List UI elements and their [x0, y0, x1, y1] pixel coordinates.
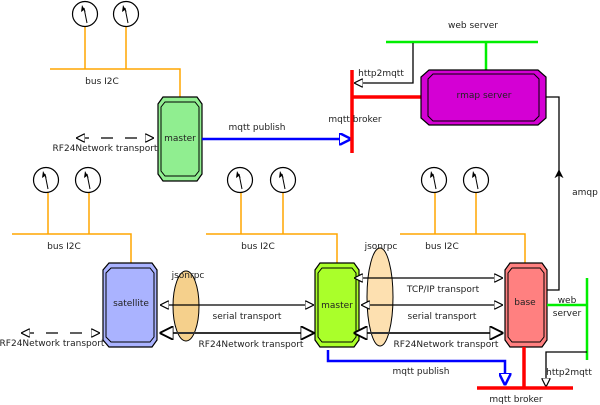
mqtt-broker-bottom	[477, 347, 573, 390]
mqtt-publish-bottom-link	[326, 350, 505, 384]
rmap-server-node[interactable]: rmap server	[420, 69, 547, 126]
bus-i2c-left	[12, 193, 132, 263]
base-node[interactable]: base	[504, 262, 548, 348]
http2mqtt-bottom-link	[546, 351, 587, 386]
mqtt-broker-top	[350, 70, 421, 153]
satellite-node[interactable]: satellite	[102, 262, 158, 348]
jsonrpc-right-ellipse	[366, 247, 394, 347]
mqtt-publish-top-label: mqtt publish	[229, 123, 286, 133]
master-top-node[interactable]: master	[157, 96, 203, 182]
rf24-sat-master-label: RF24Network transport	[199, 340, 304, 350]
http2mqtt-bottom-label: http2mqtt	[546, 368, 592, 378]
sensor-gauge-icon	[71, 0, 99, 28]
base-label: base	[514, 298, 536, 308]
bus-i2c-label: bus I2C	[47, 242, 81, 252]
bus-i2c-label: bus I2C	[425, 242, 459, 252]
bus-i2c-top	[50, 27, 181, 97]
sensor-gauge-icon	[74, 166, 102, 194]
rf24-master-base-label: RF24Network transport	[394, 340, 499, 350]
master-top-label: master	[164, 134, 196, 144]
web-server-bottom	[547, 278, 589, 360]
http2mqtt-top-link	[355, 43, 414, 83]
serial-master-base-label: serial transport	[408, 312, 477, 322]
jsonrpc-right-label: jsonrpc	[364, 242, 398, 252]
sensor-gauge-icon	[112, 0, 140, 28]
sensor-gauge-icon	[32, 166, 60, 194]
serial-sat-master-label: serial transport	[213, 312, 282, 322]
amqp-link	[547, 169, 564, 291]
master-bottom-label: master	[321, 301, 353, 311]
bus-i2c-right	[400, 193, 526, 263]
http2mqtt-top-label: http2mqtt	[358, 69, 404, 79]
sensor-gauge-icon	[269, 166, 297, 194]
bus-i2c-label: bus I2C	[241, 242, 275, 252]
sensor-gauge-icon	[462, 166, 490, 194]
web-server-top-label: web server	[448, 21, 498, 31]
sensor-gauge-icon	[226, 166, 254, 194]
web-server-top	[386, 40, 538, 70]
amqp-link-upper	[546, 96, 560, 170]
amqp-label: amqp	[572, 188, 598, 198]
rf24-left-label: RF24Network transport	[0, 339, 105, 349]
rmap-server-label: rmap server	[457, 91, 512, 101]
satellite-label: satellite	[113, 299, 149, 309]
web-server-bottom-label: web	[558, 296, 577, 306]
sensor-gauge-icon	[420, 166, 448, 194]
rf24-top-label: RF24Network transport	[53, 144, 158, 154]
jsonrpc-left-ellipse	[172, 270, 200, 342]
bus-i2c-label: bus I2C	[85, 77, 119, 87]
jsonrpc-left-label: jsonrpc	[171, 271, 205, 281]
tcpip-master-base-label: TCP/IP transport	[406, 285, 480, 295]
web-server-bottom-label: server	[553, 309, 582, 319]
mqtt-publish-bottom-label: mqtt publish	[393, 367, 450, 377]
mqtt-broker-top-label: mqtt broker	[328, 115, 382, 125]
master-bottom-node[interactable]: master	[314, 262, 360, 348]
mqtt-broker-bottom-label: mqtt broker	[489, 395, 543, 405]
bus-i2c-mid	[206, 193, 338, 263]
